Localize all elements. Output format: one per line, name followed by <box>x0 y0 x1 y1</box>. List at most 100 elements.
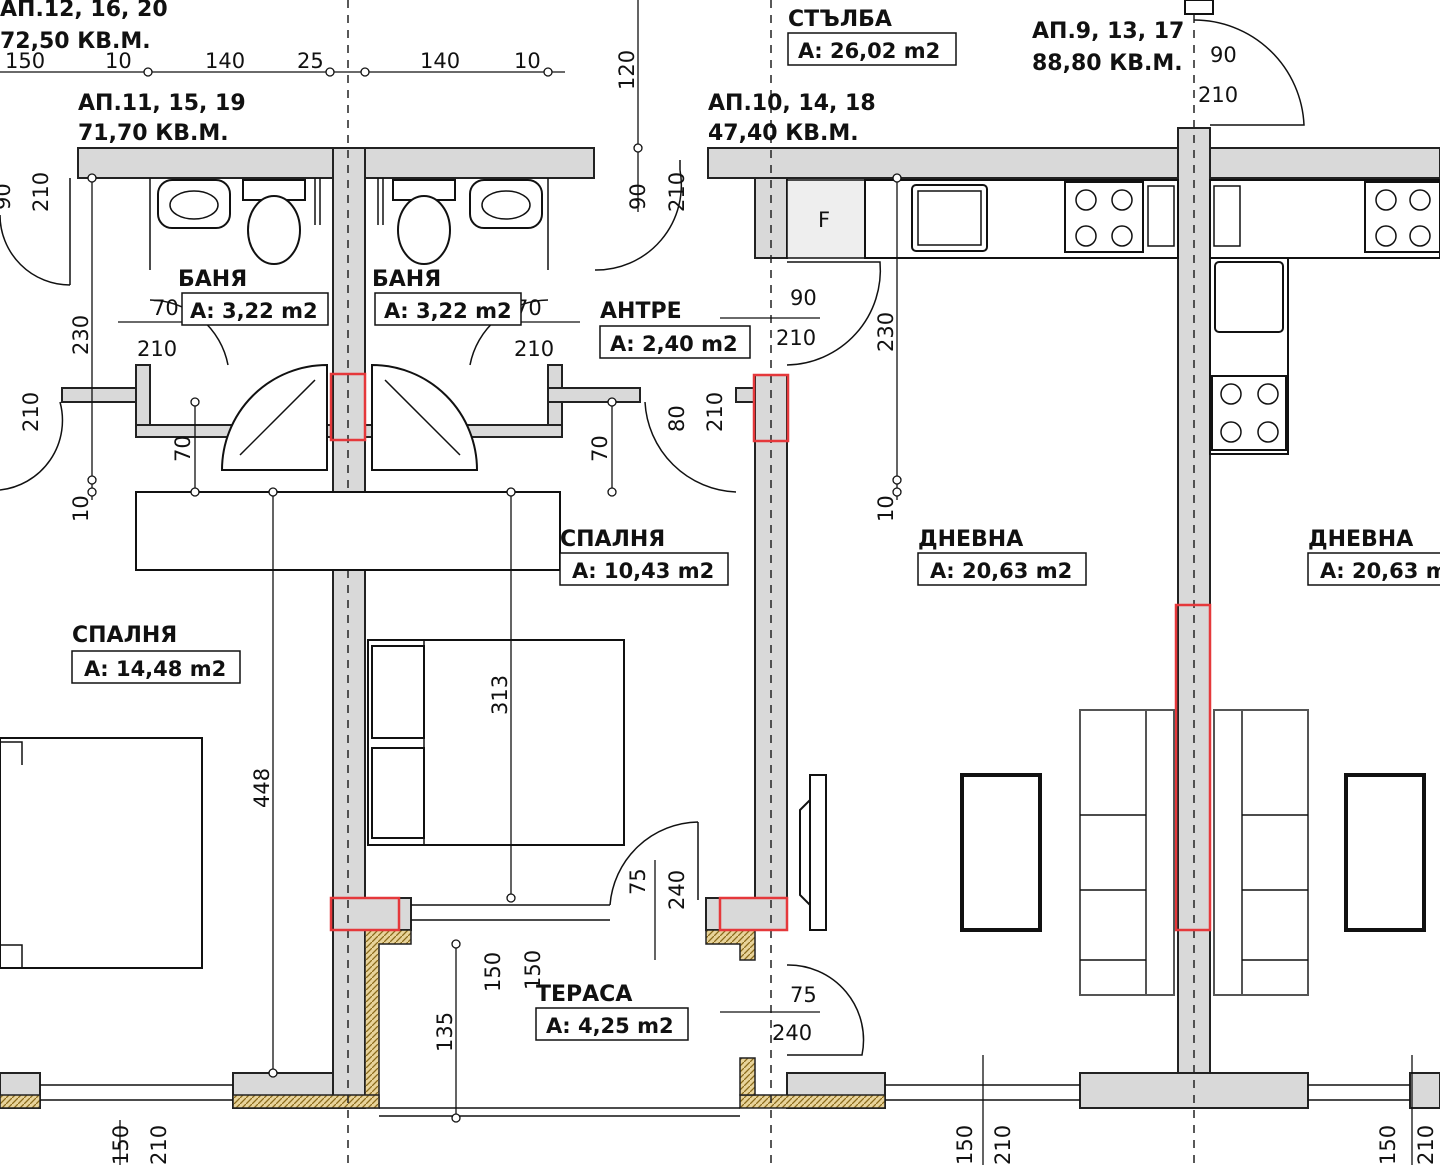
dim-top-10a: 10 <box>105 49 132 73</box>
sofa-1 <box>1079 709 1175 996</box>
dim-living-230: 230 <box>874 312 898 352</box>
dim-top-150: 150 <box>5 49 45 73</box>
dim-stair-90: 90 <box>1210 43 1237 67</box>
wall-terrace-top-right <box>705 897 788 931</box>
dim-antre-door-90: 90 <box>790 286 817 310</box>
wardrobe <box>135 491 561 571</box>
room-area-spalnya: А: 10,43 m2 <box>572 559 714 583</box>
dim-bottom-150a: 150 <box>109 1125 133 1165</box>
dim-bottom-210a: 210 <box>147 1125 171 1165</box>
room-area-banya: А: 3,22 m2 <box>190 299 318 323</box>
door-antre-living <box>786 261 882 366</box>
fixtures: F <box>0 178 1440 996</box>
dim-top-25: 25 <box>297 49 324 73</box>
wall-bath-right-lower <box>547 387 641 403</box>
dim-terrace-150a: 150 <box>481 952 505 992</box>
dim-terrace-door-75: 75 <box>626 868 650 895</box>
dim-terrace-door-240: 240 <box>665 870 689 910</box>
apartment-labels: АП.12, 16, 20 72,50 КВ.М. АП.11, 15, 19 … <box>0 0 1184 146</box>
apartment-area: 71,70 КВ.М. <box>78 121 229 146</box>
shower-right <box>371 363 479 471</box>
dim-313: 313 <box>488 675 512 715</box>
tv-unit <box>809 774 827 931</box>
door-terrace-2 <box>786 964 865 1056</box>
dim-bath-left-210: 210 <box>137 337 177 361</box>
dim-bottom-210c: 210 <box>1414 1125 1438 1165</box>
apartment-name: АП.12, 16, 20 <box>0 0 168 22</box>
wall-bottom-5 <box>1409 1072 1440 1109</box>
insulation-bottom-3 <box>739 1094 886 1109</box>
highlight-column-3 <box>1174 603 1212 932</box>
apartment-name: АП.10, 14, 18 <box>708 91 876 116</box>
room-name-spalnya: СПАЛНЯ <box>560 527 665 552</box>
door-top-left <box>0 178 71 286</box>
dim-antre-210: 210 <box>703 392 727 432</box>
room-name-dnevna: ДНЕВНА <box>918 527 1023 552</box>
door-top-middle <box>594 160 683 271</box>
dim-door-top-90: 90 <box>626 183 650 210</box>
highlight-column-5 <box>718 896 789 932</box>
dim-bath-right-210: 210 <box>514 337 554 361</box>
dim-left-210: 210 <box>29 172 53 212</box>
dim-terrace2-75: 75 <box>790 983 817 1007</box>
dim-terrace-135: 135 <box>433 1012 457 1052</box>
insulation-bottom-1 <box>0 1094 41 1109</box>
toilet-right <box>392 179 456 265</box>
wall-vertical-a <box>332 147 366 1109</box>
doors <box>0 0 1305 1056</box>
dim-antre-door-210: 210 <box>776 326 816 350</box>
apartment-name: АП.11, 15, 19 <box>78 91 246 116</box>
room-name-banya: БАНЯ <box>178 267 247 292</box>
dim-door-top-210: 210 <box>665 172 689 212</box>
stove-apt9-side <box>1211 375 1287 451</box>
dim-antre-80: 80 <box>665 405 689 432</box>
dim-terrace-150b: 150 <box>521 950 545 990</box>
dim-top-140a: 140 <box>205 49 245 73</box>
kitchen-sink-apt9 <box>1214 261 1284 333</box>
room-name-antre: АНТРЕ <box>600 299 682 324</box>
highlight-column-1 <box>329 372 367 442</box>
apartment-name: АП.9, 13, 17 <box>1032 19 1184 44</box>
dim-terrace2-240: 240 <box>772 1021 812 1045</box>
sink-left <box>157 179 231 229</box>
dimension-labels: 150 10 140 25 140 10 120 90 210 90 210 2… <box>0 43 1438 1165</box>
dim-left-10: 10 <box>69 495 93 522</box>
dim-shower-left-70: 70 <box>171 435 195 462</box>
wall-antre-stub <box>735 387 756 403</box>
apartment-area: 47,40 КВ.М. <box>708 121 859 146</box>
room-area-banya: А: 3,22 m2 <box>384 299 512 323</box>
dim-120: 120 <box>615 50 639 90</box>
room-name-dnevna: ДНЕВНА <box>1308 527 1413 552</box>
room-name-stalba: СТЪЛБА <box>788 7 892 32</box>
stove-apt9-top <box>1364 181 1440 253</box>
dim-top-140b: 140 <box>420 49 460 73</box>
sofa-2 <box>1213 709 1309 996</box>
insulation-bottom-2 <box>232 1094 380 1109</box>
door-terrace-1 <box>609 821 699 906</box>
fridge-label: F <box>818 208 830 232</box>
dim-stair-210: 210 <box>1198 83 1238 107</box>
room-name-spalnya: СПАЛНЯ <box>72 623 177 648</box>
room-area-terasa: А: 4,25 m2 <box>546 1014 674 1038</box>
room-area-antre: А: 2,40 m2 <box>610 332 738 356</box>
dim-bottom-150c: 150 <box>1376 1125 1400 1165</box>
toilet-left <box>242 179 306 265</box>
dim-left-230: 230 <box>69 315 93 355</box>
room-labels: СТЪЛБА А: 26,02 m2 БАНЯ А: 3,22 m2 БАНЯ … <box>71 7 1440 1041</box>
stove-apt10 <box>1064 181 1175 253</box>
room-area-spalnya: А: 14,48 m2 <box>84 657 226 681</box>
shower-left <box>220 363 328 471</box>
room-name-banya: БАНЯ <box>372 267 441 292</box>
dim-left-lower-210: 210 <box>19 392 43 432</box>
door-stair-right <box>1193 19 1305 126</box>
coffee-table-1 <box>960 773 1042 932</box>
insulation-terrace-right-low <box>739 1057 756 1096</box>
room-name-terasa: ТЕРАСА <box>536 982 632 1007</box>
room-area-dnevna: А: 20,63 m2 <box>930 559 1072 583</box>
insulation-terrace-right <box>705 929 756 961</box>
door-antre <box>644 401 737 493</box>
apartment-area: 72,50 КВ.М. <box>0 29 151 54</box>
door-left-bedroom <box>0 401 64 491</box>
dim-left-90: 90 <box>0 183 15 210</box>
